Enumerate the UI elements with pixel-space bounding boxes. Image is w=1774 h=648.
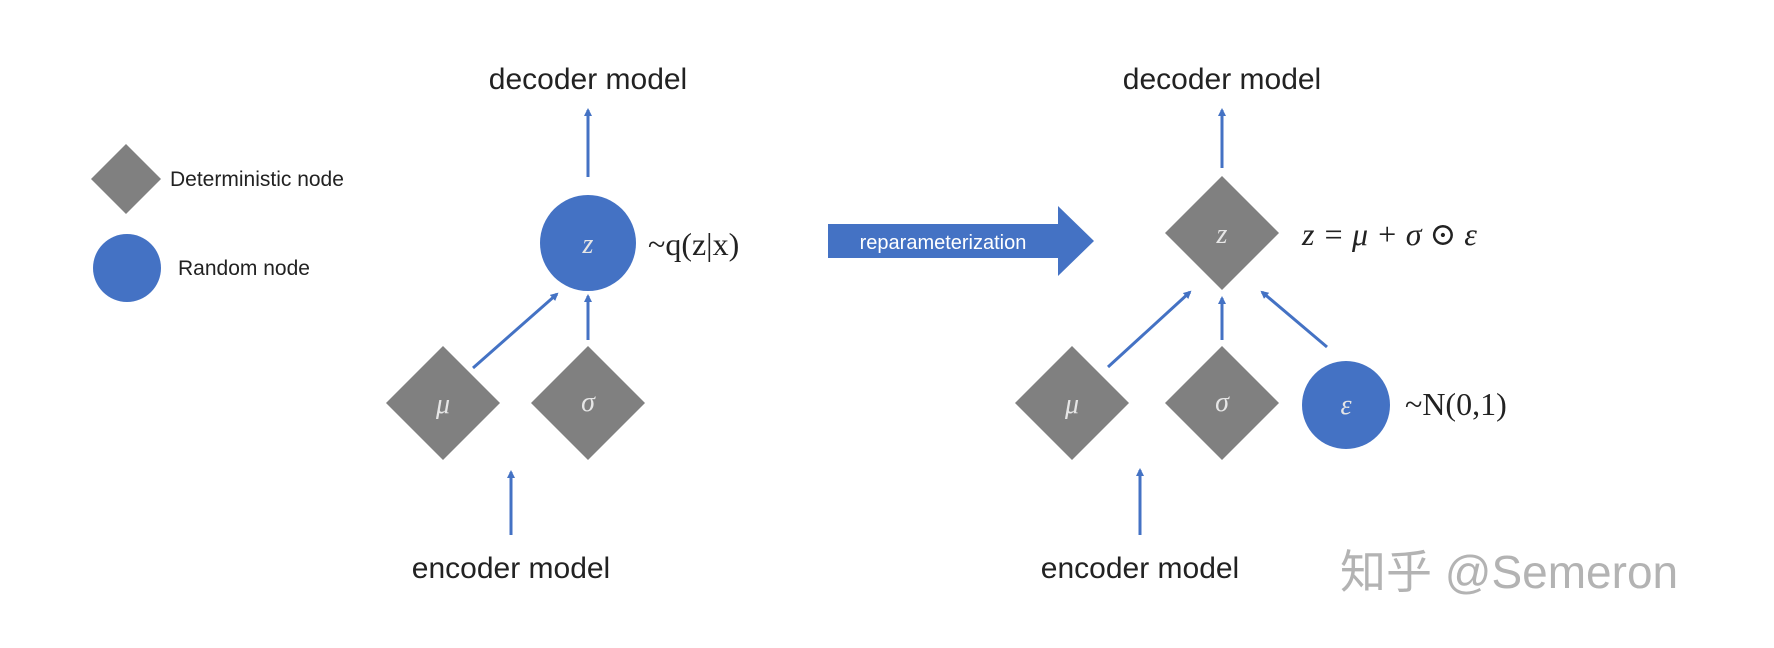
right-sigma-symbol: σ [1215,387,1230,418]
right-epsilon-random-node [1302,361,1390,449]
right-decoder-label: decoder model [1123,63,1321,96]
left-sigma-symbol: σ [581,387,596,418]
left-z-symbol: z [582,229,594,260]
left-decoder-label: decoder model [489,63,687,96]
right-epsilon-annotation: ~N(0,1) [1405,386,1507,422]
right-mu-to-z-arrow [1106,290,1192,369]
reparameterization-label: reparameterization [860,232,1027,254]
left-mu-deterministic-node [386,346,500,460]
right-z-annotation: z = μ + σ ⊙ ε [1301,216,1477,252]
legend-random-circle-icon [93,234,161,302]
left-sigma-deterministic-node [531,346,645,460]
left-z-random-node [540,195,636,291]
right-diagram: decoder model z z = μ + σ ⊙ ε μ σ ε ~N(0… [1015,63,1507,585]
left-diagram: decoder model z ~q(z|x) μ σ encoder mode… [386,63,739,585]
right-sigma-deterministic-node [1165,346,1279,460]
left-encoder-label: encoder model [412,552,610,585]
right-mu-symbol: μ [1064,389,1079,420]
left-mu-to-z-arrow [472,292,559,370]
right-encoder-label: encoder model [1041,552,1239,585]
right-epsilon-symbol: ε [1340,390,1351,421]
left-z-annotation: ~q(z|x) [648,226,739,262]
reparameterization-arrow: reparameterization [828,206,1094,276]
left-mu-symbol: μ [435,389,450,420]
right-epsilon-to-z-arrow [1260,290,1328,349]
legend: Deterministic node Random node [91,144,344,302]
watermark: 知乎 @Semeron [1340,546,1678,598]
legend-deterministic-diamond-icon [91,144,161,214]
right-z-symbol: z [1216,219,1228,250]
right-z-deterministic-node [1165,176,1279,290]
right-mu-deterministic-node [1015,346,1129,460]
legend-random-label: Random node [178,257,310,280]
legend-deterministic-label: Deterministic node [170,168,344,191]
reparameterization-arrow-shape [828,206,1094,276]
